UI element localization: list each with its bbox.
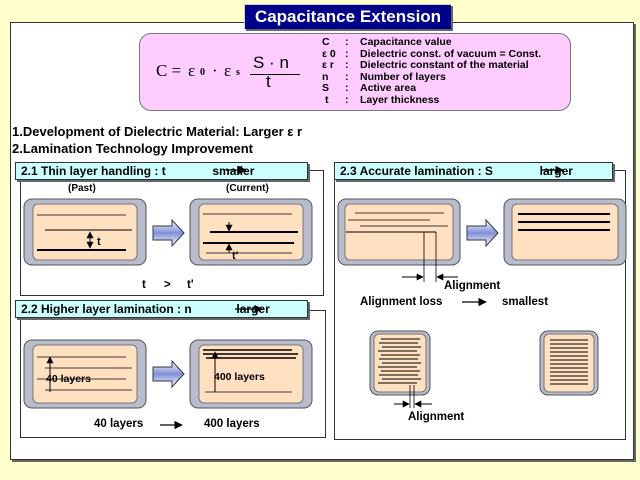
label-t: t xyxy=(97,236,101,248)
block-arrow-22 xyxy=(152,359,185,389)
def-desc-3: Number of layers xyxy=(360,70,446,83)
def-desc-5: Layer thickness xyxy=(360,94,440,106)
definitions-list: C ε 0 ε r n S t : : : : : : Capacitance … xyxy=(322,36,542,106)
fraction-bar xyxy=(250,74,300,75)
formula-epss: ε xyxy=(224,61,232,80)
formula-lhs: C = xyxy=(156,61,182,80)
point-1: 1.Development of Dielectric Material: La… xyxy=(12,124,303,139)
label-alignment-loss: Alignment loss xyxy=(360,296,443,308)
panel21-header: 2.1 Thin layer handling : t smaller xyxy=(15,162,308,180)
point-2: 2.Lamination Technology Improvement xyxy=(12,141,254,156)
formula-denominator: t xyxy=(266,72,271,91)
def-sym-4: S xyxy=(322,82,330,95)
formula-eps0: ε xyxy=(188,61,196,80)
def-sym-1: ε 0 xyxy=(322,47,336,60)
panel23-head-text: 2.3 Accurate lamination : S xyxy=(340,164,493,178)
label-current: (Current) xyxy=(226,183,269,194)
label-smallest: smallest xyxy=(502,296,549,308)
block-arrow-23 xyxy=(466,218,499,248)
chip-40-layers xyxy=(23,339,147,409)
compare-tprime: t' xyxy=(187,279,194,291)
stack-aligned xyxy=(539,330,599,396)
stack-misaligned xyxy=(369,330,432,408)
def-sym-2: ε r xyxy=(322,59,334,72)
bottom-400-layers: 400 layers xyxy=(204,418,260,430)
label-40-layers: 40 layers xyxy=(46,373,91,385)
def-desc-0: Capacitance value xyxy=(360,36,452,48)
chip-aligned xyxy=(503,198,627,266)
chip-400-layers xyxy=(189,339,313,409)
bottom-40-layers: 40 layers xyxy=(94,418,144,430)
def-sym-3: n xyxy=(322,70,329,83)
formula-eps0-sub: 0 xyxy=(200,67,205,78)
compare-gt: > xyxy=(164,279,171,291)
label-alignment-2: Alignment xyxy=(408,411,465,423)
def-desc-2: Dielectric constant of the material xyxy=(360,59,529,72)
label-past: (Past) xyxy=(68,183,96,194)
label-tprime: t' xyxy=(232,250,239,262)
def-desc-1: Dielectric const. of vacuum = Const. xyxy=(360,47,542,60)
chip-misaligned xyxy=(337,198,461,282)
formula-epss-sub: s xyxy=(236,67,240,78)
panel21-head-text: 2.1 Thin layer handling : t xyxy=(21,164,166,178)
chip-past xyxy=(23,198,147,266)
chip-current xyxy=(189,198,313,266)
def-sym-5: t xyxy=(325,94,329,106)
formula-dot: · xyxy=(212,61,218,80)
label-alignment-1: Alignment xyxy=(444,280,501,292)
def-desc-4: Active area xyxy=(360,82,417,95)
page-title: Capacitance Extension xyxy=(244,4,451,29)
def-sym-0: C xyxy=(322,36,330,48)
panel22-head-text: 2.2 Higher layer lamination : n xyxy=(21,302,192,316)
formula-numerator: S · n xyxy=(253,53,289,72)
label-400-layers: 400 layers xyxy=(214,371,265,383)
compare-t: t xyxy=(142,279,146,291)
block-arrow-21 xyxy=(152,218,185,248)
panel22-header: 2.2 Higher layer lamination : n larger xyxy=(15,300,308,318)
formula-box xyxy=(139,33,571,111)
